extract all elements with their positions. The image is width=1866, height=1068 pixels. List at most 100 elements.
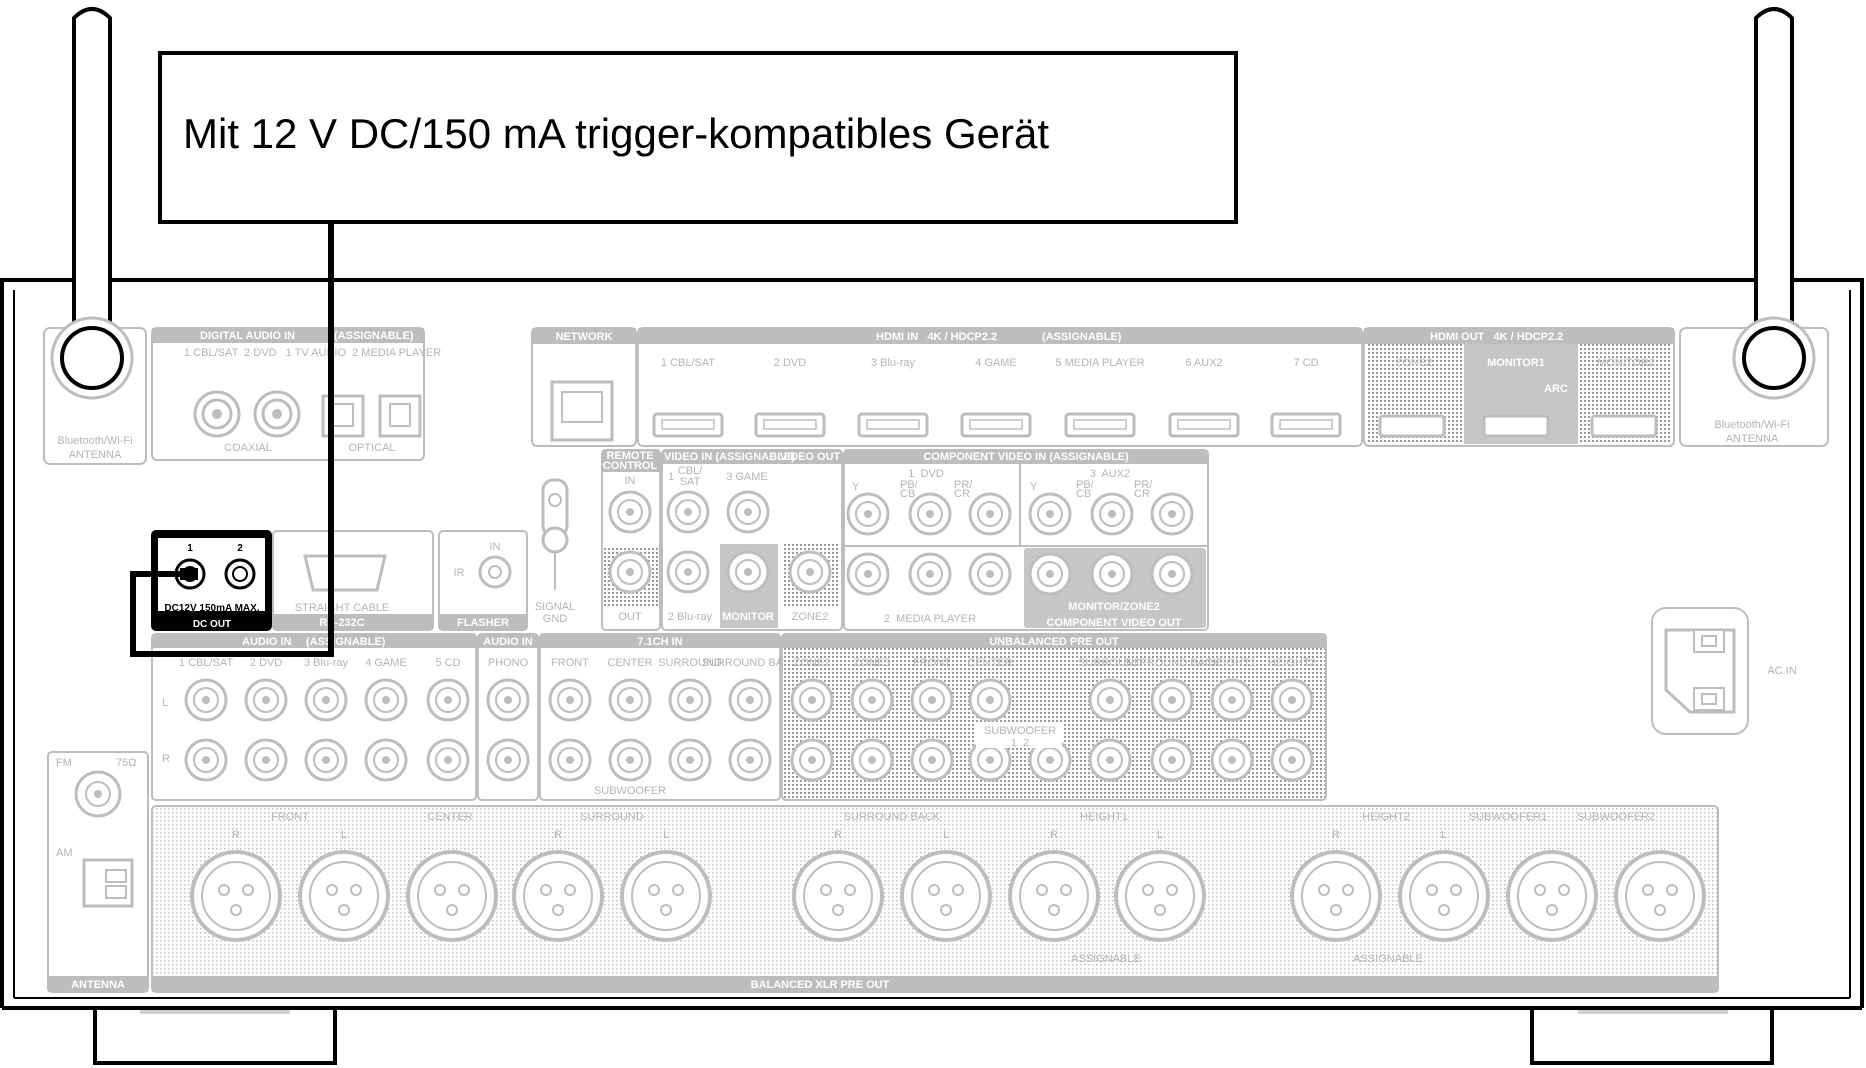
xlr-jack[interactable] — [1008, 850, 1100, 942]
xlr-jack[interactable] — [1506, 850, 1598, 942]
ch71-jack[interactable] — [608, 678, 652, 722]
component-out-jack[interactable] — [1028, 552, 1072, 596]
antenna-left-label-2: ANTENNA — [69, 449, 122, 461]
video-out-zone2: ZONE2 — [792, 611, 829, 623]
xlr-jack[interactable] — [1614, 850, 1706, 942]
unbal-jack[interactable] — [910, 738, 954, 782]
unbal-jack[interactable] — [790, 678, 834, 722]
xlr-jack[interactable] — [298, 850, 390, 942]
ch71-jack[interactable] — [728, 678, 772, 722]
xlr-channel-label: R — [834, 829, 842, 841]
unbal-jack[interactable] — [1150, 678, 1194, 722]
xlr-jack[interactable] — [792, 850, 884, 942]
hdmi-in-port-label: 7 CD — [1293, 357, 1318, 369]
audio-in-port-label: 5 CD — [435, 657, 460, 669]
hdmi-in-port-label: 4 GAME — [975, 357, 1017, 369]
audio-in-jack-r[interactable] — [364, 738, 408, 782]
hdmi-in-port[interactable] — [1064, 412, 1136, 438]
svg-text:ASSIGNABLE: ASSIGNABLE — [1353, 953, 1423, 965]
component-in-jack[interactable] — [846, 552, 890, 596]
component-in-jack[interactable] — [1028, 492, 1072, 536]
ch71-jack[interactable] — [728, 738, 772, 782]
component-out-jack[interactable] — [1090, 552, 1134, 596]
unbal-jack[interactable] — [850, 678, 894, 722]
ch71-jack[interactable] — [548, 678, 592, 722]
audio-in-jack-r[interactable] — [304, 738, 348, 782]
video-in-title: VIDEO IN (ASSIGNABLE) — [664, 451, 795, 463]
component-in-jack[interactable] — [1150, 492, 1194, 536]
unbal-jack[interactable] — [850, 738, 894, 782]
xlr-jack[interactable] — [406, 850, 498, 942]
xlr-jack[interactable] — [1290, 850, 1382, 942]
xlr-jack[interactable] — [190, 850, 282, 942]
digital-audio-in-ports: 1 CBL/SAT 2 DVD 1 TV AUDIO 2 MEDIA PLAYE… — [184, 347, 441, 359]
ch71-jack[interactable] — [608, 738, 652, 782]
svg-text:UNBALANCED PRE OUT: UNBALANCED PRE OUT — [989, 636, 1119, 648]
hdmi-in-port[interactable] — [1270, 412, 1342, 438]
audio-in-jack-r[interactable] — [184, 738, 228, 782]
remote-control-section: REMOTE CONTROL IN OUT — [601, 449, 661, 631]
svg-text:1 2: 1 2 — [1011, 737, 1029, 749]
ac-in-label: AC IN — [1767, 665, 1796, 677]
svg-text:REMOTE: REMOTE — [606, 450, 653, 462]
svg-text:75Ω: 75Ω — [116, 757, 136, 769]
svg-text:PB/: PB/ — [1076, 479, 1095, 491]
svg-text:(ASSIGNABLE): (ASSIGNABLE) — [306, 636, 386, 648]
unbal-jack[interactable] — [1270, 678, 1314, 722]
xlr-jack[interactable] — [512, 850, 604, 942]
unbal-jack[interactable] — [968, 678, 1012, 722]
audio-in-port-label: 4 GAME — [365, 657, 407, 669]
hdmi-in-port[interactable] — [754, 412, 826, 438]
unbal-jack[interactable] — [910, 678, 954, 722]
ch71-jack[interactable] — [668, 738, 712, 782]
unbal-jack[interactable] — [1270, 738, 1314, 782]
xlr-jack[interactable] — [900, 850, 992, 942]
svg-text:AM: AM — [56, 847, 73, 859]
component-in-jack[interactable] — [1090, 492, 1134, 536]
component-in-jack[interactable] — [968, 492, 1012, 536]
component-in-jack[interactable] — [968, 552, 1012, 596]
component-in-jack[interactable] — [908, 492, 952, 536]
component-out-jack[interactable] — [1150, 552, 1194, 596]
unbal-jack[interactable] — [1088, 678, 1132, 722]
network-section: NETWORK — [531, 327, 637, 447]
svg-text:PR/: PR/ — [954, 479, 973, 491]
component-in-jack[interactable] — [908, 552, 952, 596]
component-in-title: COMPONENT VIDEO IN (ASSIGNABLE) — [923, 451, 1129, 463]
audio-in-jack-l[interactable] — [184, 678, 228, 722]
unbal-jack[interactable] — [790, 738, 834, 782]
phono-section: AUDIO IN PHONO — [477, 633, 539, 801]
audio-in-port-label: 2 DVD — [250, 657, 282, 669]
ch71-jack[interactable] — [548, 738, 592, 782]
audio-in-jack-l[interactable] — [426, 678, 470, 722]
svg-text:R: R — [162, 753, 170, 765]
unbal-port-label: ZONE3 — [854, 657, 891, 669]
component-in-jack[interactable] — [846, 492, 890, 536]
audio-in-jack-r[interactable] — [426, 738, 470, 782]
xlr-jack[interactable] — [620, 850, 712, 942]
flasher-in: IN — [490, 541, 501, 553]
hdmi-in-port[interactable] — [1168, 412, 1240, 438]
unbal-jack[interactable] — [1210, 678, 1254, 722]
xlr-jack[interactable] — [1398, 850, 1490, 942]
unbal-port-label: HEIGHT2 — [1268, 657, 1316, 669]
unbal-jack[interactable] — [1088, 738, 1132, 782]
unbal-jack[interactable] — [1210, 738, 1254, 782]
audio-in-jack-r[interactable] — [244, 738, 288, 782]
hdmi-in-port[interactable] — [857, 412, 929, 438]
hdmi-in-port[interactable] — [960, 412, 1032, 438]
dc-out-jack2-label: 2 — [237, 543, 243, 554]
unbal-jack[interactable] — [1150, 738, 1194, 782]
hdmi-out-monitor2: MONITOR2 — [1597, 357, 1655, 369]
xlr-jack[interactable] — [1114, 850, 1206, 942]
component-out-sub: MONITOR/ZONE2 — [1068, 601, 1159, 613]
antenna-right-label-1: Bluetooth/Wi-Fi — [1714, 419, 1789, 431]
ch71-port-label: CENTER — [607, 657, 652, 669]
unbal-sub-jack[interactable] — [1028, 738, 1072, 782]
audio-in-jack-l[interactable] — [364, 678, 408, 722]
audio-in-jack-l[interactable] — [244, 678, 288, 722]
ch71-jack[interactable] — [668, 678, 712, 722]
audio-in-jack-l[interactable] — [304, 678, 348, 722]
hdmi-in-port[interactable] — [652, 412, 724, 438]
svg-text:SUBWOOFER: SUBWOOFER — [984, 725, 1056, 737]
